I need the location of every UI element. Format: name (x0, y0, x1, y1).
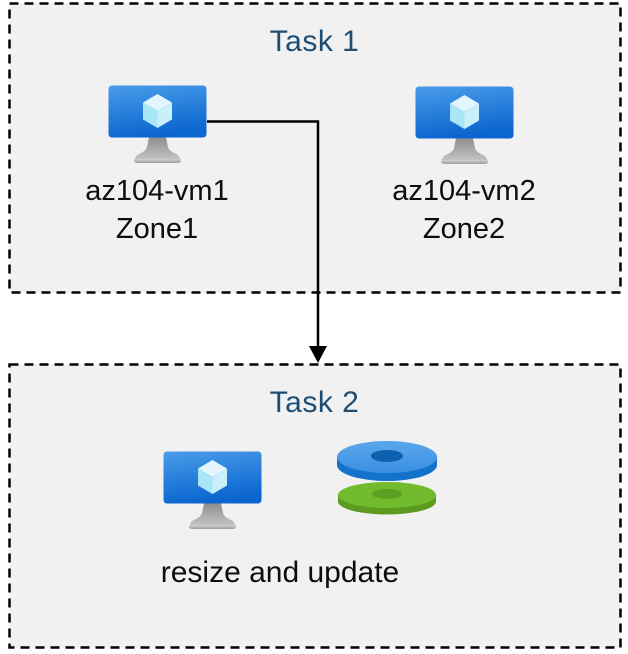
virtual-machine-icon (108, 85, 207, 165)
task1-box (8, 2, 622, 294)
vm1-name: az104-vm1 (85, 175, 229, 207)
vm2-zone: Zone2 (422, 213, 506, 245)
vm2-name: az104-vm2 (392, 175, 536, 207)
task1-title: Task 1 (269, 25, 360, 58)
connector-line (207, 120, 320, 349)
virtual-machine-icon (415, 86, 514, 166)
vm1-zone: Zone1 (115, 213, 199, 245)
disks-icon (336, 438, 438, 516)
connector-arrowhead (309, 346, 327, 363)
task2-caption: resize and update (160, 556, 400, 589)
vm2-label: az104-vm2 Zone2 (354, 172, 574, 248)
virtual-machine-icon (163, 451, 262, 531)
vm1-label: az104-vm1 Zone1 (47, 172, 267, 248)
task2-title: Task 2 (269, 386, 360, 419)
task2-box (8, 363, 622, 649)
